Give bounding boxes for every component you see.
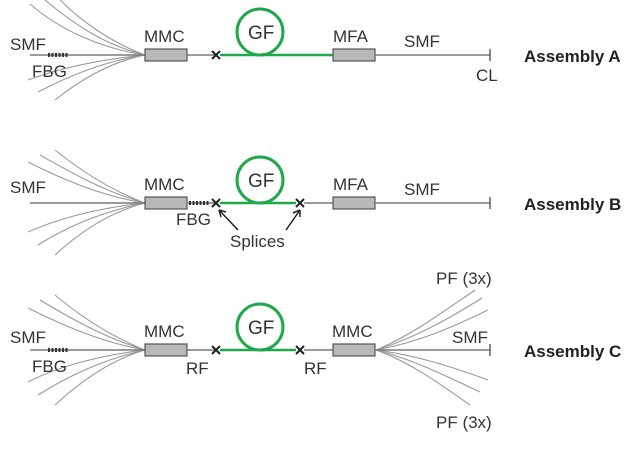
splice-a <box>211 50 221 60</box>
splice-b-left <box>211 198 221 208</box>
label-rf-c-right: RF <box>304 359 327 378</box>
label-mfa-b: MFA <box>333 175 369 194</box>
mmc-box-c-left <box>144 343 188 357</box>
splice-c-right <box>295 345 305 355</box>
label-mmc-b: MMC <box>144 175 185 194</box>
label-fbg-b: FBG <box>176 210 211 229</box>
label-smf-right-b: SMF <box>404 180 440 199</box>
pump-fibers-c-left <box>27 294 146 406</box>
mmc-box-a <box>144 48 188 62</box>
label-gf-b: GF <box>248 171 274 192</box>
label-gf-c: GF <box>248 318 274 339</box>
pump-fibers-a <box>27 0 146 101</box>
assembly-c: SMF FBG MMC RF GF MMC RF PF (3x) SMF PF … <box>10 269 621 432</box>
mfa-box-b <box>332 196 376 210</box>
assembly-title-c: Assembly C <box>524 342 621 361</box>
label-smf-left-a: SMF <box>10 35 46 54</box>
label-mfa-a: MFA <box>333 27 369 46</box>
assembly-title-a: Assembly A <box>524 47 621 66</box>
label-mmc-c-right: MMC <box>332 322 373 341</box>
assembly-title-b: Assembly B <box>524 195 621 214</box>
splice-arrows <box>218 209 301 231</box>
assembly-a: SMF FBG MMC GF MFA SMF CL Assembly A <box>10 0 621 101</box>
label-smf-left-b: SMF <box>10 178 46 197</box>
label-splices-b: Splices <box>230 232 285 251</box>
label-mmc-a: MMC <box>144 27 185 46</box>
label-smf-right-c: SMF <box>452 328 488 347</box>
label-smf-left-c: SMF <box>10 328 46 347</box>
label-cl-a: CL <box>476 66 498 85</box>
label-pf-top-c: PF (3x) <box>436 269 492 288</box>
mfa-box-a <box>332 48 376 62</box>
mmc-box-b <box>144 196 188 210</box>
pump-fibers-c-right <box>375 289 489 406</box>
label-fbg-a: FBG <box>32 62 67 81</box>
gain-fiber-coil-a <box>235 7 285 57</box>
label-rf-c-left: RF <box>186 359 209 378</box>
label-gf-a: GF <box>248 23 274 44</box>
assembly-b: SMF MMC FBG GF Splices MFA SMF Assembly … <box>10 149 621 256</box>
splice-b-right <box>295 198 305 208</box>
mmc-box-c-right <box>332 343 376 357</box>
pump-fibers-b <box>27 149 146 256</box>
splice-c-left <box>211 345 221 355</box>
label-pf-bottom-c: PF (3x) <box>436 413 492 432</box>
gain-fiber-coil-c <box>235 302 285 352</box>
label-fbg-c: FBG <box>32 357 67 376</box>
gain-fiber-coil-b <box>235 155 285 205</box>
label-mmc-c-left: MMC <box>144 322 185 341</box>
label-smf-right-a: SMF <box>404 32 440 51</box>
